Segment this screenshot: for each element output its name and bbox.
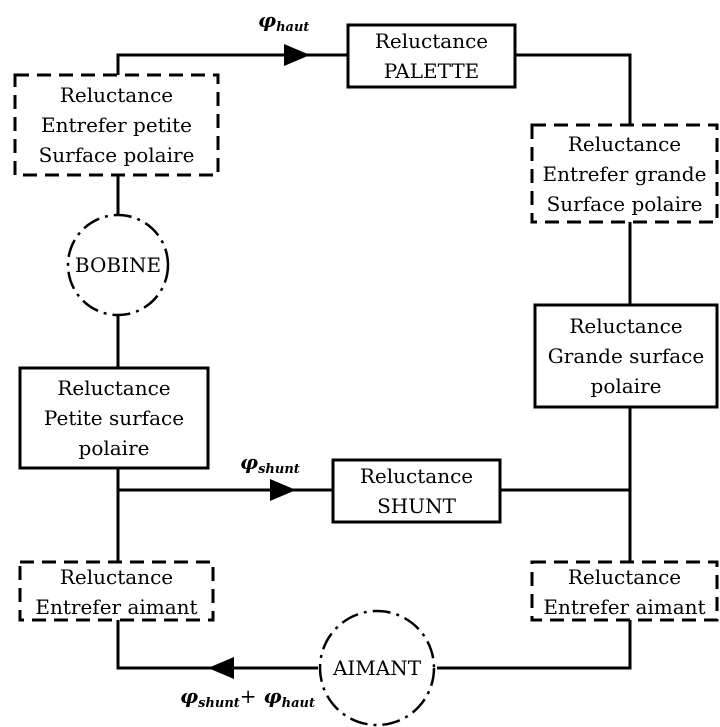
phi-symbol: φ [180, 684, 199, 708]
phi-symbol: φ [240, 450, 259, 474]
label-bobine: BOBINE [74, 253, 162, 277]
box-petite-surface [18, 366, 210, 470]
box-grande-surface [533, 303, 719, 409]
label-entrefer-grande: Reluctance Entrefer grande Surface polai… [532, 129, 717, 219]
label-shunt: Reluctance SHUNT [333, 461, 500, 521]
label-line: polaire [590, 374, 662, 398]
label-line: Reluctance [57, 376, 171, 400]
flux-shunt-label: φshunt [240, 450, 300, 477]
flux-total-arrow-icon [208, 657, 234, 679]
label-line: Reluctance [569, 314, 683, 338]
wire-bottom-left [116, 620, 318, 670]
flux-subscript: shunt [198, 696, 240, 711]
label-line: Reluctance [359, 464, 474, 488]
wire-top [116, 53, 348, 75]
phi-symbol: φ [258, 8, 277, 32]
label-line: polaire [78, 436, 150, 460]
flux-haut-arrow-icon [284, 44, 310, 66]
label-line: Reluctance [567, 565, 682, 589]
flux-subscript: shunt [258, 462, 300, 477]
label-line: Entrefer petite [40, 113, 192, 137]
circle-bobine [66, 213, 170, 317]
box-palette [346, 23, 517, 89]
label-grande-surface: Reluctance Grande surface polaire [535, 311, 717, 401]
flux-total-label: φshunt+ φhaut [180, 684, 315, 711]
label-entrefer-aimant-left: Reluctance Entrefer aimant [20, 562, 213, 622]
label-line: Grande surface [547, 344, 705, 368]
flux-subscript: haut [281, 696, 315, 711]
box-entrefer-petite [13, 73, 220, 177]
label-line: PALETTE [383, 59, 480, 83]
label-entrefer-petite: Reluctance Entrefer petite Surface polai… [15, 80, 218, 170]
flux-haut-label: φhaut [258, 8, 309, 35]
circle-aimant [318, 609, 436, 727]
label-palette: Reluctance PALETTE [348, 26, 515, 86]
label-line: Entrefer grande [542, 162, 707, 186]
label-line: Reluctance [567, 132, 682, 156]
wire-top-right [515, 53, 632, 125]
label-line: Surface polaire [38, 143, 195, 167]
label-line: SHUNT [377, 494, 456, 518]
label-line: Entrefer aimant [35, 595, 198, 619]
box-shunt [331, 458, 502, 524]
label-line: Surface polaire [546, 192, 703, 216]
label-line: Reluctance [374, 29, 489, 53]
label-aimant: AIMANT [332, 656, 422, 680]
label-line: Reluctance [59, 565, 174, 589]
wire-bottom-right [437, 620, 632, 670]
plus-sign: + [239, 684, 257, 708]
label-entrefer-aimant-right: Reluctance Entrefer aimant [532, 562, 717, 622]
box-entrefer-grande [530, 123, 719, 224]
label-line: Reluctance [59, 83, 174, 107]
connection-wires [116, 53, 632, 670]
box-entrefer-aimant-left [18, 560, 215, 622]
label-petite-surface: Reluctance Petite surface polaire [20, 373, 208, 463]
label-line: Petite surface [43, 406, 185, 430]
flux-subscript: haut [276, 20, 310, 35]
flux-shunt-arrow-icon [270, 479, 296, 501]
label-line: Entrefer aimant [543, 595, 706, 619]
phi-symbol: φ [263, 684, 282, 708]
box-entrefer-aimant-right [530, 560, 719, 622]
